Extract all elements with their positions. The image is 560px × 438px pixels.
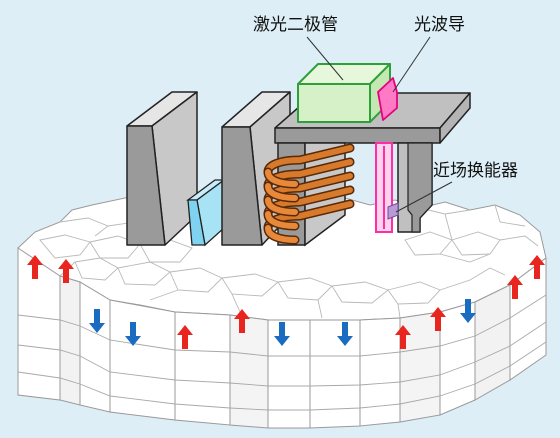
- read-shield-front: [126, 125, 166, 246]
- arrow-up-icon: [395, 325, 411, 349]
- arrow-up-icon: [234, 309, 250, 333]
- arrow-up-icon: [507, 275, 523, 299]
- arrow-up-icon: [529, 255, 545, 279]
- magnetization-arrows: [27, 255, 545, 349]
- leader-transducer: [395, 181, 453, 213]
- arrow-down-icon: [125, 322, 141, 346]
- arrow-up-icon: [27, 255, 43, 279]
- arrow-down-icon: [337, 322, 353, 346]
- optical-waveguide: [375, 142, 399, 233]
- leader-lines: [306, 36, 453, 213]
- medium-front-faces: [17, 247, 547, 429]
- read-sensor: [186, 178, 226, 247]
- arrow-down-icon: [89, 309, 105, 333]
- arrow-down-icon: [460, 299, 476, 323]
- laser-diode: [297, 63, 398, 123]
- label-optical-waveguide: 光波导: [414, 15, 465, 35]
- laser-facet: [377, 77, 398, 121]
- grain-boundaries: [39, 204, 539, 319]
- leader-waveguide: [392, 36, 431, 93]
- write-coil: [263, 143, 355, 245]
- read-shield: [126, 91, 198, 246]
- leader-laser: [306, 36, 344, 81]
- arrow-up-icon: [430, 307, 446, 331]
- medium-layer-lines: [17, 294, 547, 411]
- arrow-up-icon: [177, 325, 193, 349]
- label-near-field-transducer: 近场换能器: [433, 161, 518, 181]
- arrow-up-icon: [58, 259, 74, 283]
- main-pole: [397, 142, 433, 233]
- label-laser-diode: 激光二极管: [253, 15, 338, 35]
- near-field-transducer: [387, 202, 399, 220]
- arrow-down-icon: [274, 322, 290, 346]
